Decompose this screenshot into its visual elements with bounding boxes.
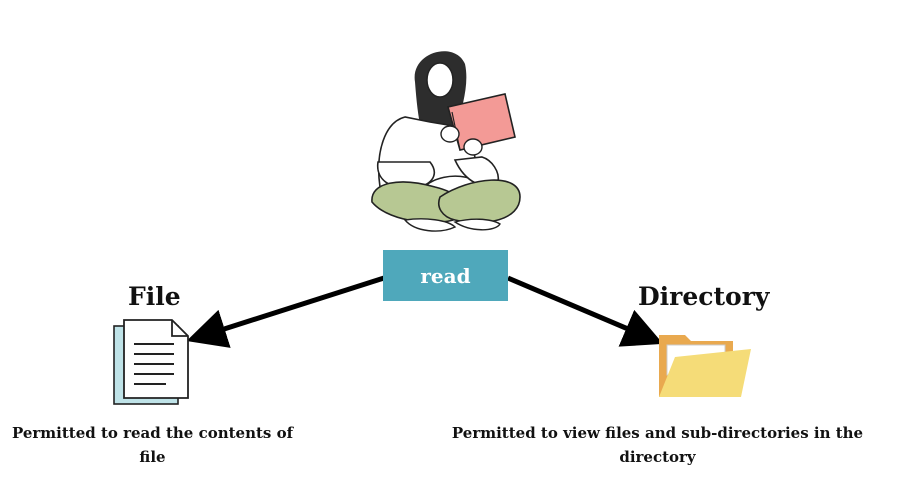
arrow-to-file — [186, 275, 385, 348]
folder-icon — [659, 335, 751, 397]
woman-reading-illustration — [371, 51, 521, 232]
read-label-box: read — [383, 250, 508, 301]
arrow-to-directory — [507, 275, 664, 347]
file-description: Permitted to read the contents of file — [11, 424, 294, 466]
file-title: File — [128, 282, 181, 311]
directory-title: Directory — [638, 282, 770, 311]
read-label: read — [420, 263, 471, 288]
directory-description: Permitted to view files and sub-director… — [451, 424, 864, 466]
document-icon — [113, 319, 189, 405]
